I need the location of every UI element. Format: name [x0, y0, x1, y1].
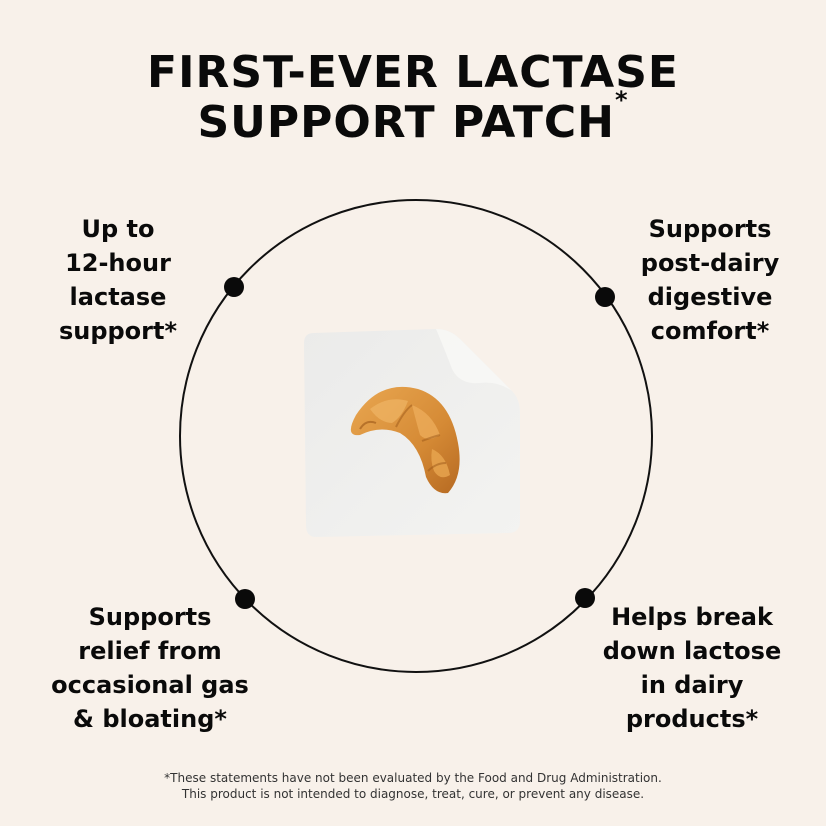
benefit-lactase-support: Up to 12-hour lactase support*	[58, 215, 178, 345]
headline: FIRST-EVER LACTASE SUPPORT PATCH*	[0, 48, 826, 148]
headline-line-1: FIRST-EVER LACTASE	[147, 47, 679, 98]
croissant-icon	[350, 386, 460, 494]
benefit-dot-bottom-left	[235, 589, 255, 609]
disclaimer-line-1: *These statements have not been evaluate…	[164, 771, 662, 785]
benefit-digestive-comfort: Supports post-dairy digestive comfort*	[640, 215, 780, 345]
benefit-ring	[179, 199, 653, 673]
benefit-gas-bloating-relief: Supports relief from occasional gas & bl…	[51, 603, 249, 733]
benefit-dot-bottom-right	[575, 588, 595, 608]
lactase-patch-image	[300, 325, 524, 539]
benefit-dot-top-left	[224, 277, 244, 297]
headline-line-2-text: SUPPORT PATCH	[197, 97, 615, 148]
headline-line-2: SUPPORT PATCH*	[0, 88, 826, 148]
benefit-lactose-breakdown: Helps break down lactose in dairy produc…	[602, 603, 782, 733]
fda-disclaimer: *These statements have not been evaluate…	[0, 770, 826, 802]
disclaimer-line-2: This product is not intended to diagnose…	[181, 787, 645, 801]
headline-asterisk: *	[614, 86, 629, 114]
benefit-dot-top-right	[595, 287, 615, 307]
